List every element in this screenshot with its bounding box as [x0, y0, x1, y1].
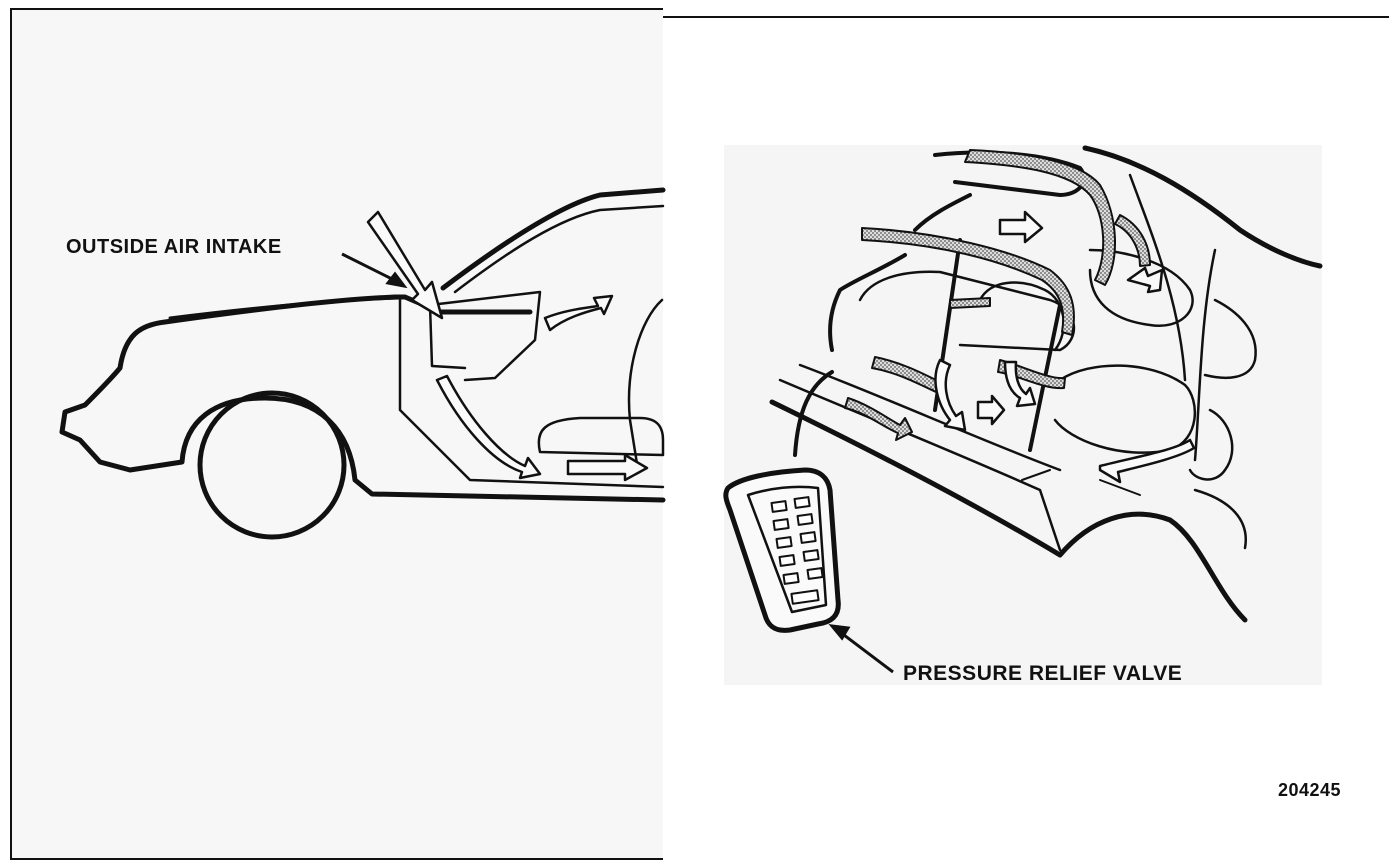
intake-arrow — [368, 212, 442, 318]
valve-leader — [832, 626, 893, 672]
pressure-relief-valve-label: PRESSURE RELIEF VALVE — [903, 662, 1182, 686]
cowl-box — [400, 292, 663, 487]
airflow-ducts — [845, 150, 1150, 440]
front-wheel — [200, 393, 344, 537]
airflow-arrows-left — [368, 212, 647, 480]
outside-air-intake-label: OUTSIDE AIR INTAKE — [66, 236, 282, 259]
seat-outline — [539, 418, 663, 455]
windshield — [443, 190, 663, 288]
door-pillar — [629, 300, 662, 470]
roof-inner-line — [455, 206, 663, 292]
interior-arrow-upper — [545, 296, 612, 330]
pressure-relief-valve-graphic — [726, 470, 838, 630]
figure-number: 204245 — [1278, 780, 1341, 801]
